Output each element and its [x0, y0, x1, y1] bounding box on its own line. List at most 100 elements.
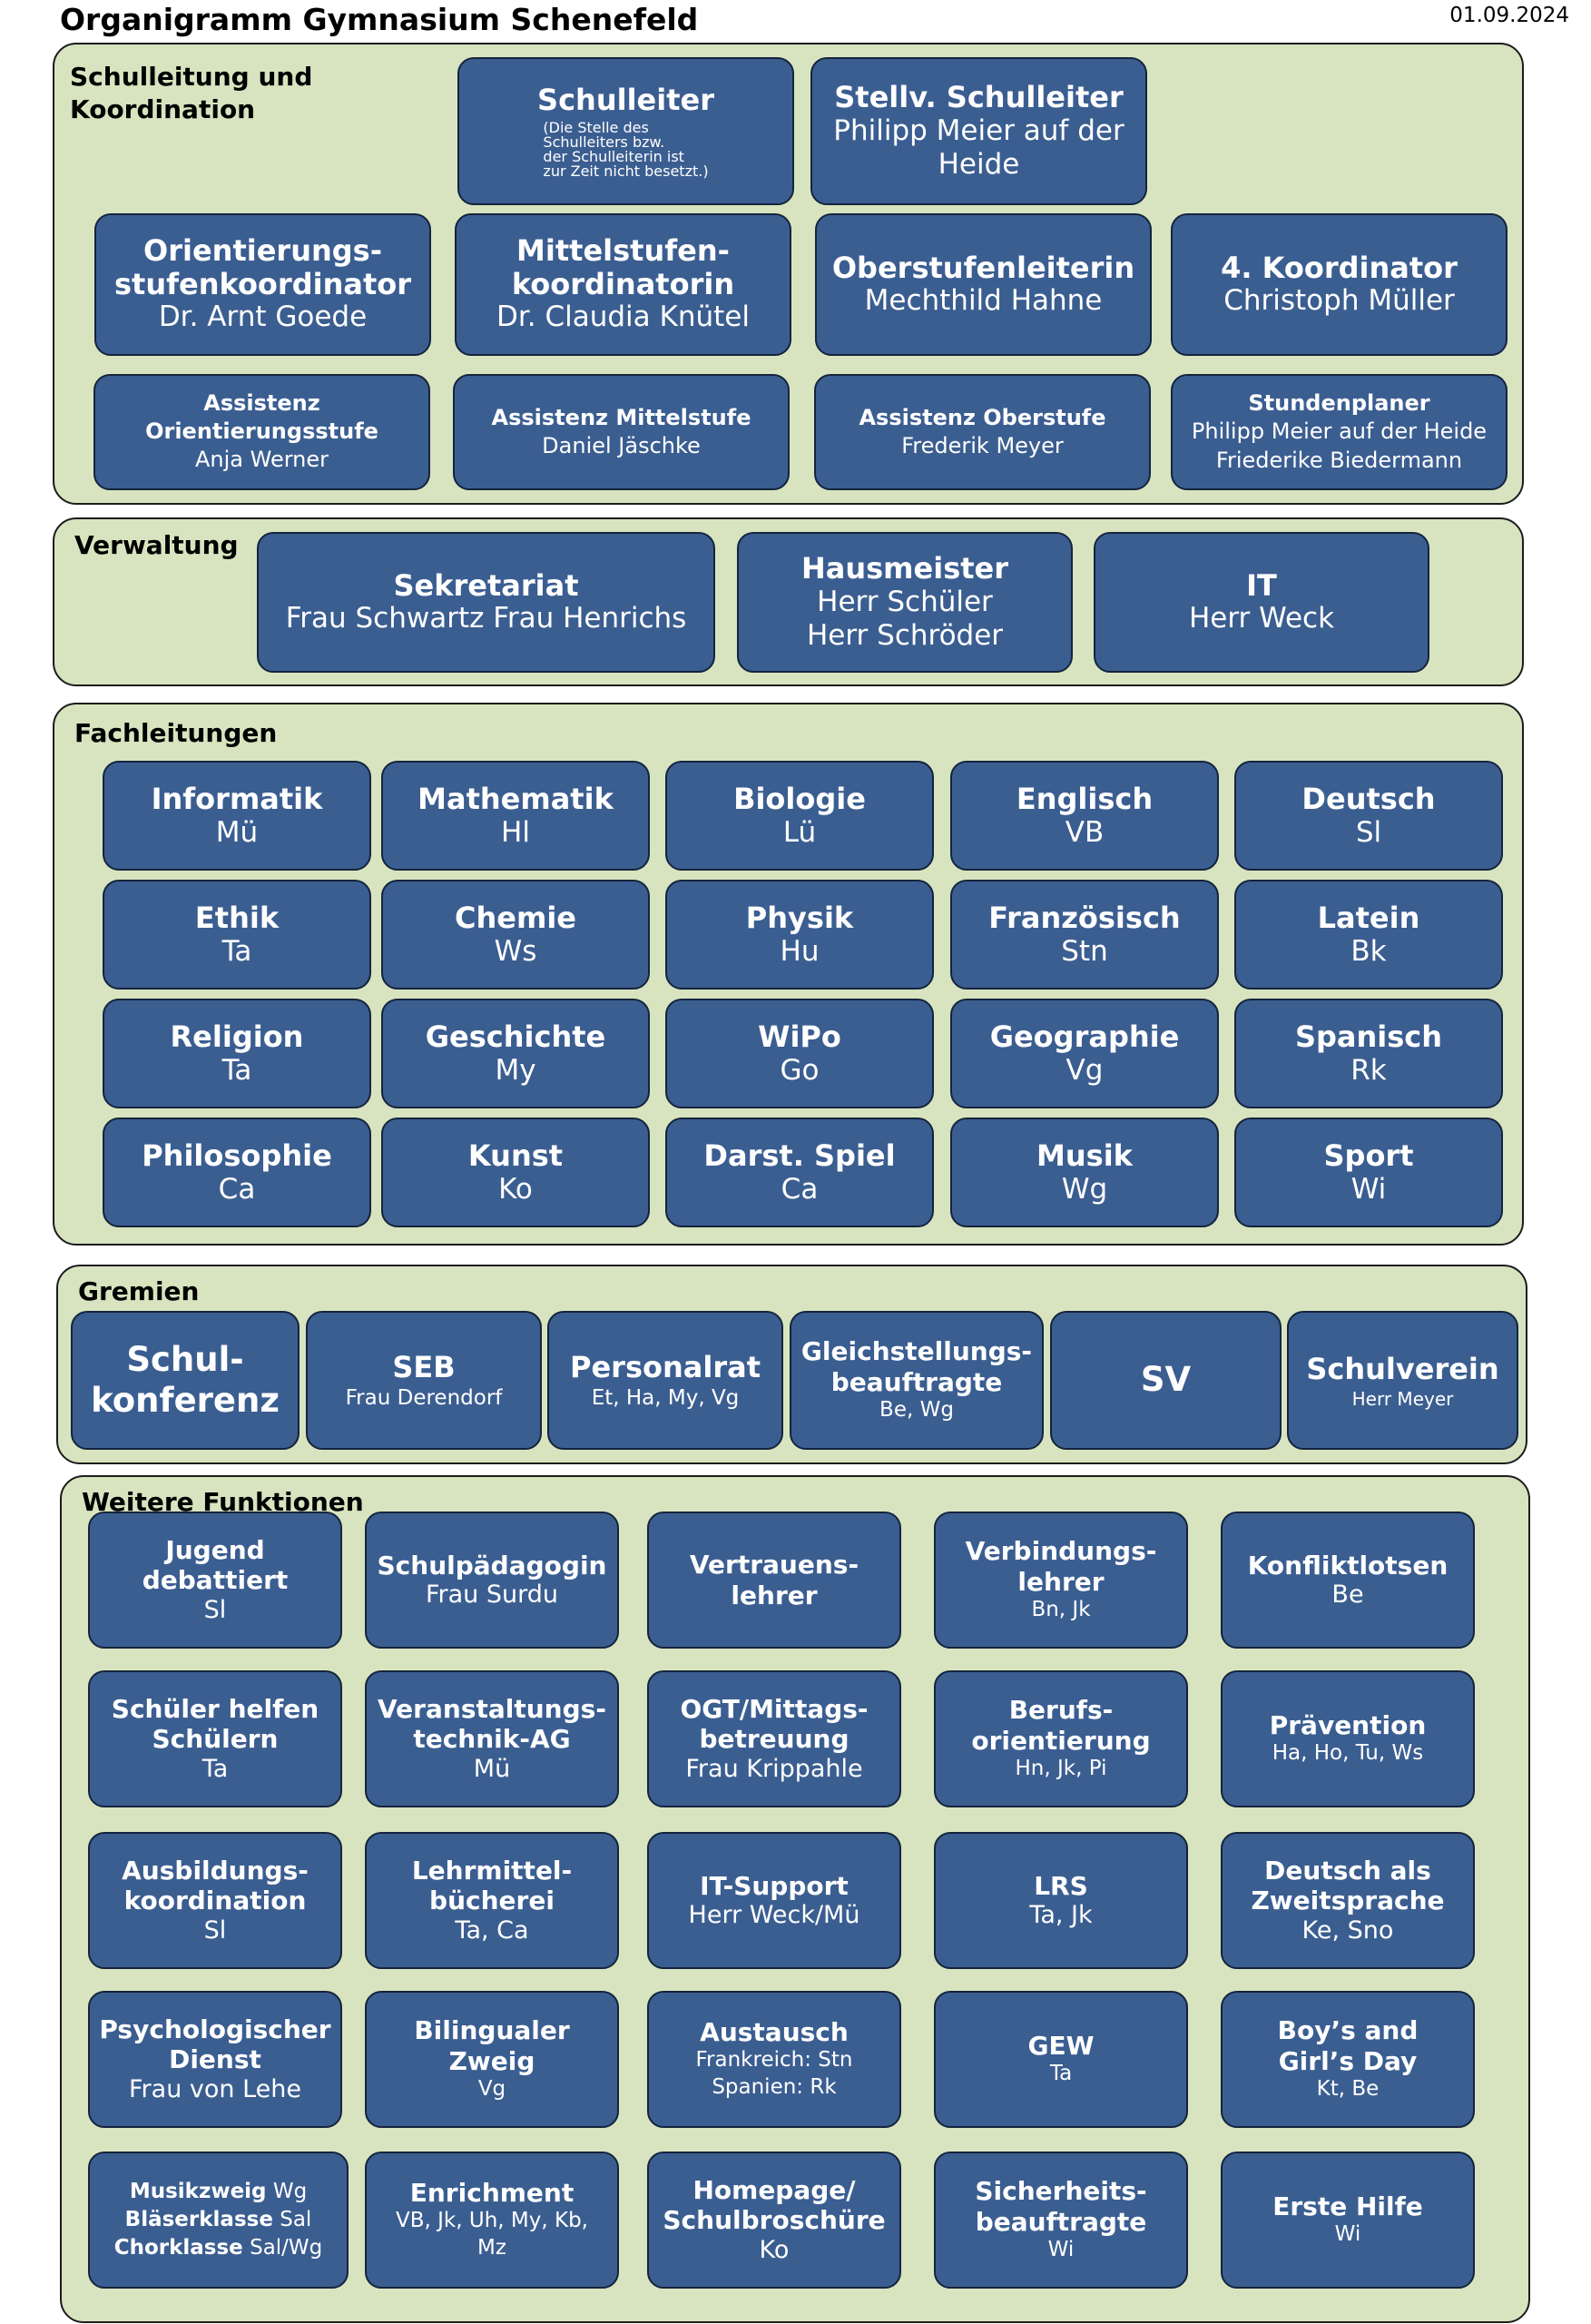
box-name: Be, Wg [879, 1398, 954, 1423]
box-name: Sl [203, 1595, 227, 1624]
box-title: Gleichstellungs- beauftragte [800, 1335, 1033, 1397]
box-name: Anja Werner [194, 447, 329, 473]
section-label: Verwaltung [74, 530, 239, 560]
box-name: Bn, Jk [1031, 1598, 1091, 1622]
box-title: Berufs- orientierung [971, 1694, 1151, 1756]
box-title: Schulpädagogin [377, 1550, 607, 1581]
box-title: Austausch [700, 2016, 849, 2047]
box-name: Dr. Claudia Knütel [496, 300, 750, 334]
box-title: Bilingualer Zweig [414, 2014, 570, 2076]
box-name: Wi [1334, 2222, 1361, 2247]
box-name: Philipp Meier auf der Heide Friederike B… [1191, 418, 1488, 473]
box-title: Latein [1317, 900, 1420, 935]
box-title: 4. Koordinator [1221, 250, 1458, 285]
box-name: Frau Krippahle [685, 1754, 863, 1783]
box-name: Rk [1350, 1054, 1387, 1088]
box-name: Ta [221, 1054, 252, 1088]
box-title: Vertrauens- lehrer [689, 1549, 859, 1610]
box-name: Kt, Be [1316, 2077, 1380, 2102]
box-title: Deutsch [1301, 781, 1436, 816]
box-name: Herr Weck [1188, 602, 1335, 635]
box-name: Frau von Lehe [128, 2074, 301, 2103]
musik-line: Bläserklasse Sal [125, 2206, 312, 2234]
box-title: Stellv. Schulleiter [834, 80, 1124, 115]
box-sv: SV [1050, 1311, 1282, 1450]
section-label: Gremien [78, 1276, 200, 1306]
box-title: Mathematik [417, 781, 614, 816]
box-title: Enrichment [409, 2177, 575, 2208]
box-title: Verbindungs- lehrer [965, 1535, 1157, 1597]
box-name: My [495, 1054, 536, 1088]
box-title: Sekretariat [393, 567, 579, 603]
box-title: Geographie [989, 1019, 1180, 1054]
box-title: GEW [1027, 2030, 1095, 2061]
page-title: Organigramm Gymnasium Schenefeld [60, 2, 699, 37]
box-name: Frankreich: Stn Spanien: Rk [695, 2048, 853, 2100]
box-title: Darst. Spiel [703, 1137, 896, 1173]
box-name: Christoph Müller [1223, 284, 1455, 318]
box-stellv-schulleiter: Stellv. Schulleiter Philipp Meier auf de… [810, 57, 1147, 205]
box-name: Ca [781, 1173, 819, 1206]
musik-line: Chorklasse Sal/Wg [114, 2234, 323, 2262]
musik-line-name: Wg [266, 2179, 308, 2203]
box-title: Biologie [733, 781, 866, 816]
box-title: Philosophie [142, 1137, 332, 1173]
box-name: Go [780, 1054, 820, 1088]
box-name: Wg [1061, 1173, 1108, 1206]
box-name: Lü [782, 816, 817, 850]
box-title: Veranstaltungs- technik-AG [378, 1693, 606, 1755]
musik-line-title: Chorklasse [113, 2236, 243, 2260]
section-label: Fachleitungen [74, 718, 278, 748]
box-title: Musik [1036, 1137, 1133, 1173]
box-name: Ko [759, 2235, 790, 2264]
box-name: Ke, Sno [1301, 1915, 1394, 1945]
box-title: Physik [745, 900, 854, 935]
box-title: Stundenplaner [1248, 389, 1430, 416]
box-name: VB, Jk, Uh, My, Kb, Mz [396, 2209, 588, 2260]
musik-line: Musikzweig Wg [130, 2178, 307, 2206]
box-name: Hu [780, 935, 820, 969]
box-name: Herr Schüler Herr Schröder [806, 585, 1004, 652]
box-name: Vg [1066, 1054, 1104, 1088]
box-title: Deutsch als Zweitsprache [1251, 1855, 1445, 1916]
box-title: LRS [1034, 1870, 1088, 1901]
box-title: Ausbildungs- koordination [122, 1855, 309, 1916]
box-title: Sicherheits- beauftragte [975, 2175, 1147, 2237]
box-title: Spanisch [1294, 1019, 1443, 1054]
box-title: Chemie [455, 900, 576, 935]
box-title: IT [1246, 567, 1277, 603]
box-title: Mittelstufen- koordinatorin [511, 233, 735, 301]
box-name: Ta [221, 935, 252, 969]
box-name: Ca [218, 1173, 256, 1206]
